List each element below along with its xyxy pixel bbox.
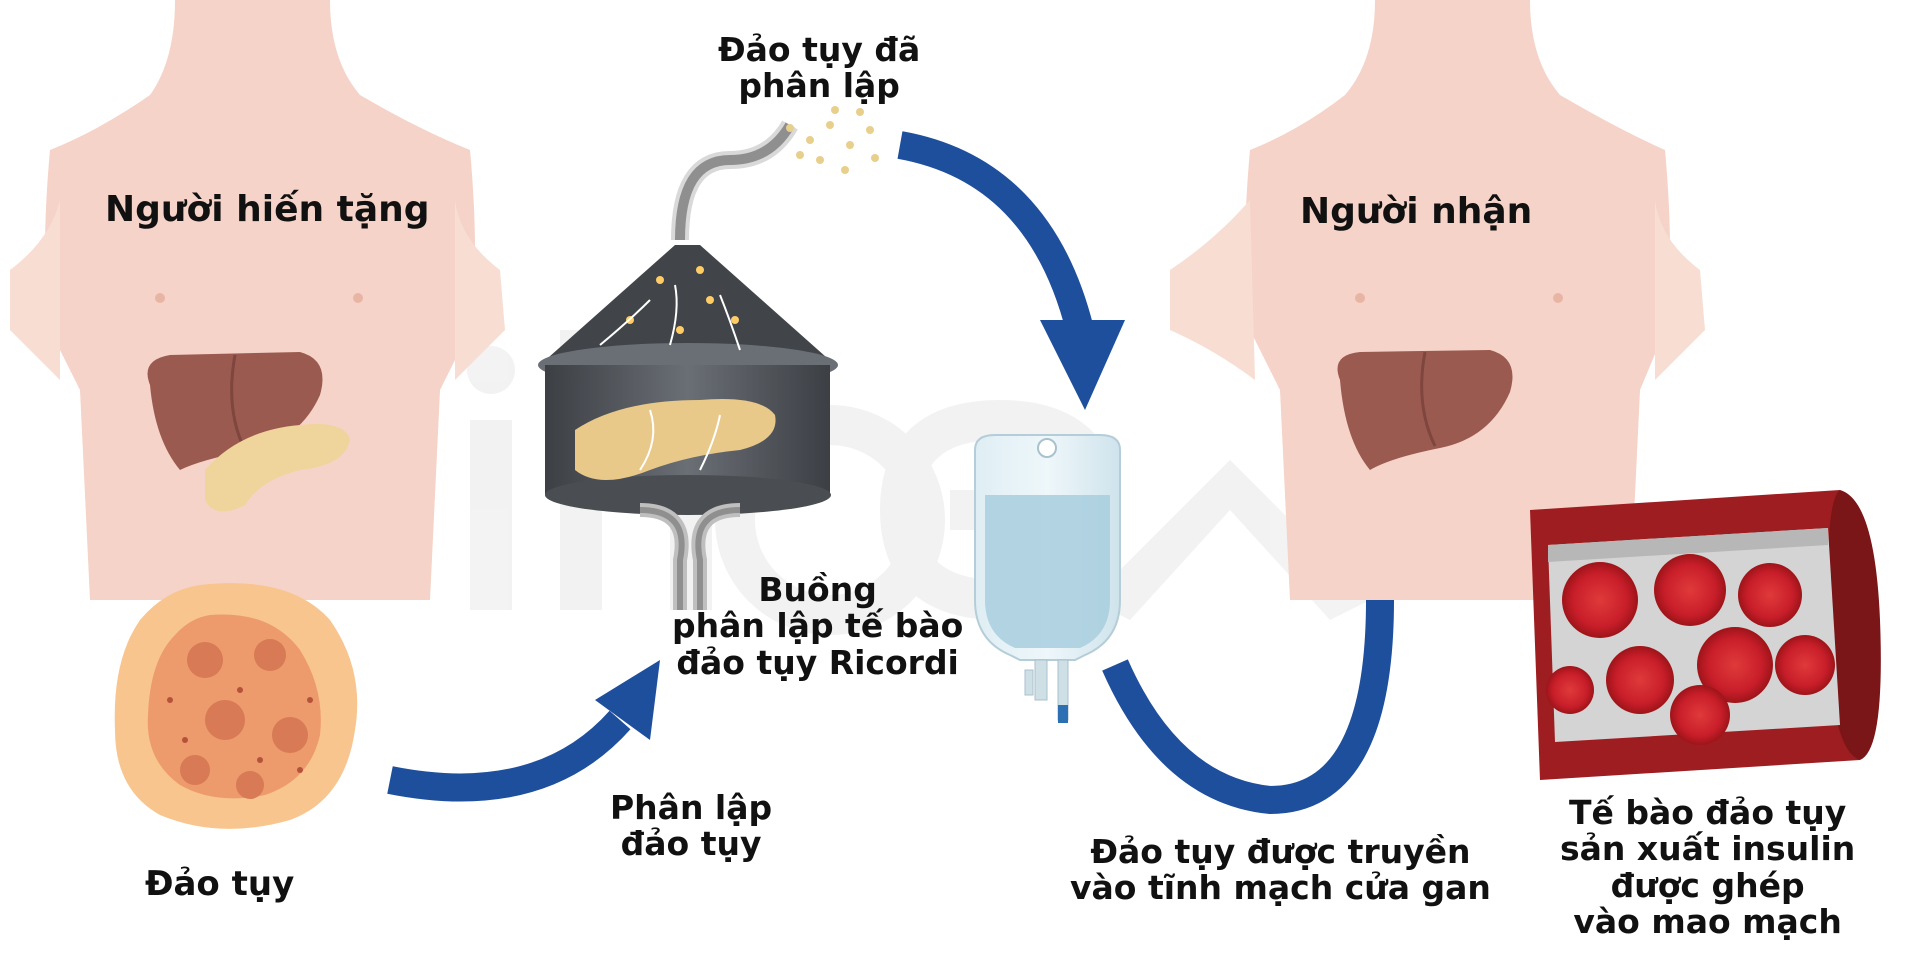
label-isolate-step: Phân lập đảo tụy [610,790,772,863]
label-infusion-step: Đảo tụy được truyền vào tĩnh mạch cửa ga… [1070,834,1491,907]
label-donor: Người hiến tặng [105,190,430,230]
donor-body [10,0,505,600]
pancreatic-islet-illustration [115,583,358,829]
label-pancreatic-islet: Đảo tụy [145,866,294,903]
arrow-to-bag [900,145,1125,410]
label-engrafted-cells: Tế bào đảo tụy sản xuất insulin được ghé… [1560,795,1855,940]
label-isolated-islets: Đảo tụy đã phân lập [718,32,920,105]
label-recipient: Người nhận [1300,192,1532,232]
isolated-islets-dots [786,106,879,174]
iv-bag [975,435,1120,723]
arrow-isolate [390,660,660,788]
label-ricordi-chamber: Buồng phân lập tế bào đảo tụy Ricordi [672,572,963,681]
